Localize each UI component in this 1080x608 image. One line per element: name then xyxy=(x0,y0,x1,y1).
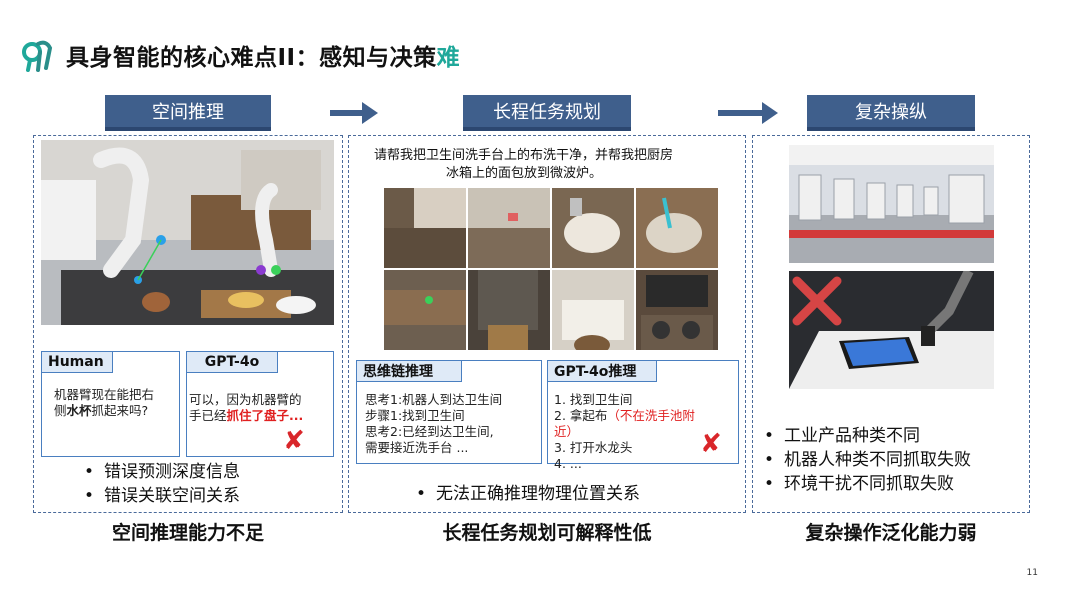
manipulation-bullet-list: 工业产品种类不同 机器人种类不同抓取失败 环境干扰不同抓取失败 xyxy=(760,424,971,496)
scene-image xyxy=(384,188,466,268)
arrow-right-icon xyxy=(718,102,778,124)
caption-planning: 长程任务规划可解释性低 xyxy=(442,522,652,544)
robot-arm-photo xyxy=(41,140,334,325)
human-question-text: 机器臂现在能把右 侧水杯抓起来吗? xyxy=(54,387,155,418)
cross-icon: ✘ xyxy=(700,429,722,459)
factory-photo xyxy=(789,145,994,263)
human-question-box: Human 机器臂现在能把右 侧水杯抓起来吗? xyxy=(41,351,180,457)
scene-image xyxy=(636,270,718,350)
column-header-planning: 长程任务规划 xyxy=(463,95,631,131)
list-item: 环境干扰不同抓取失败 xyxy=(760,472,971,496)
scene-image xyxy=(552,188,634,268)
grasp-failure-photo xyxy=(789,271,994,389)
column-header-spatial: 空间推理 xyxy=(105,95,271,131)
scene-image xyxy=(468,270,550,350)
title-accent: 难 xyxy=(436,45,461,71)
gpt4o-planning-box: GPT-4o推理 1. 找到卫生间 2. 拿起布（不在洗手池附 近） 3. 打开… xyxy=(547,360,739,471)
gpt4o-answer-box: GPT-4o 可以，因为机器臂的 手已经抓住了盘子... ✘ xyxy=(186,351,334,457)
planning-bullet-list: 无法正确推理物理位置关系 xyxy=(412,482,640,506)
panel-spatial xyxy=(33,135,343,513)
page-number: 11 xyxy=(1026,568,1038,578)
list-item: 无法正确推理物理位置关系 xyxy=(412,482,640,506)
arrow-right-icon xyxy=(330,102,378,124)
list-item: 错误关联空间关系 xyxy=(80,484,240,508)
caption-spatial: 空间推理能力不足 xyxy=(111,522,264,544)
panel-planning xyxy=(348,135,746,513)
list-item: 机器人种类不同抓取失败 xyxy=(760,448,971,472)
spatial-bullet-list: 错误预测深度信息 错误关联空间关系 xyxy=(80,460,240,508)
scene-image xyxy=(468,188,550,268)
gpt4o-label: GPT-4o xyxy=(186,351,278,373)
panel-manipulation xyxy=(752,135,1030,513)
list-item: 错误预测深度信息 xyxy=(80,460,240,484)
logo-icon xyxy=(22,40,53,72)
scene-image xyxy=(552,270,634,350)
cross-icon: ✘ xyxy=(283,426,305,456)
column-header-manipulation: 复杂操纵 xyxy=(807,95,975,131)
cot-label: 思维链推理 xyxy=(356,360,462,382)
list-item: 工业产品种类不同 xyxy=(760,424,971,448)
cot-reasoning-box: 思维链推理 思考1:机器人到达卫生间 步骤1:找到卫生间 思考2:已经到达卫生间… xyxy=(356,360,542,464)
scene-image xyxy=(384,270,466,350)
caption-manipulation: 复杂操作泛化能力弱 xyxy=(805,522,977,544)
gpt4o-answer-text: 可以，因为机器臂的 手已经抓住了盘子... xyxy=(189,392,304,423)
human-label: Human xyxy=(41,351,113,373)
task-instruction: 请帮我把卫生间洗手台上的布洗干净，并帮我把厨房 冰箱上的面包放到微波炉。 xyxy=(374,148,674,181)
page-title: 具身智能的核心难点II：感知与决策难 xyxy=(66,45,461,71)
cot-text: 思考1:机器人到达卫生间 步骤1:找到卫生间 思考2:已经到达卫生间, 需要接近… xyxy=(365,392,503,455)
gpt4o-planning-text: 1. 找到卫生间 2. 拿起布（不在洗手池附 近） 3. 打开水龙头 4. ..… xyxy=(554,392,695,471)
gpt4o-planning-label: GPT-4o推理 xyxy=(547,360,657,382)
scene-image xyxy=(636,188,718,268)
